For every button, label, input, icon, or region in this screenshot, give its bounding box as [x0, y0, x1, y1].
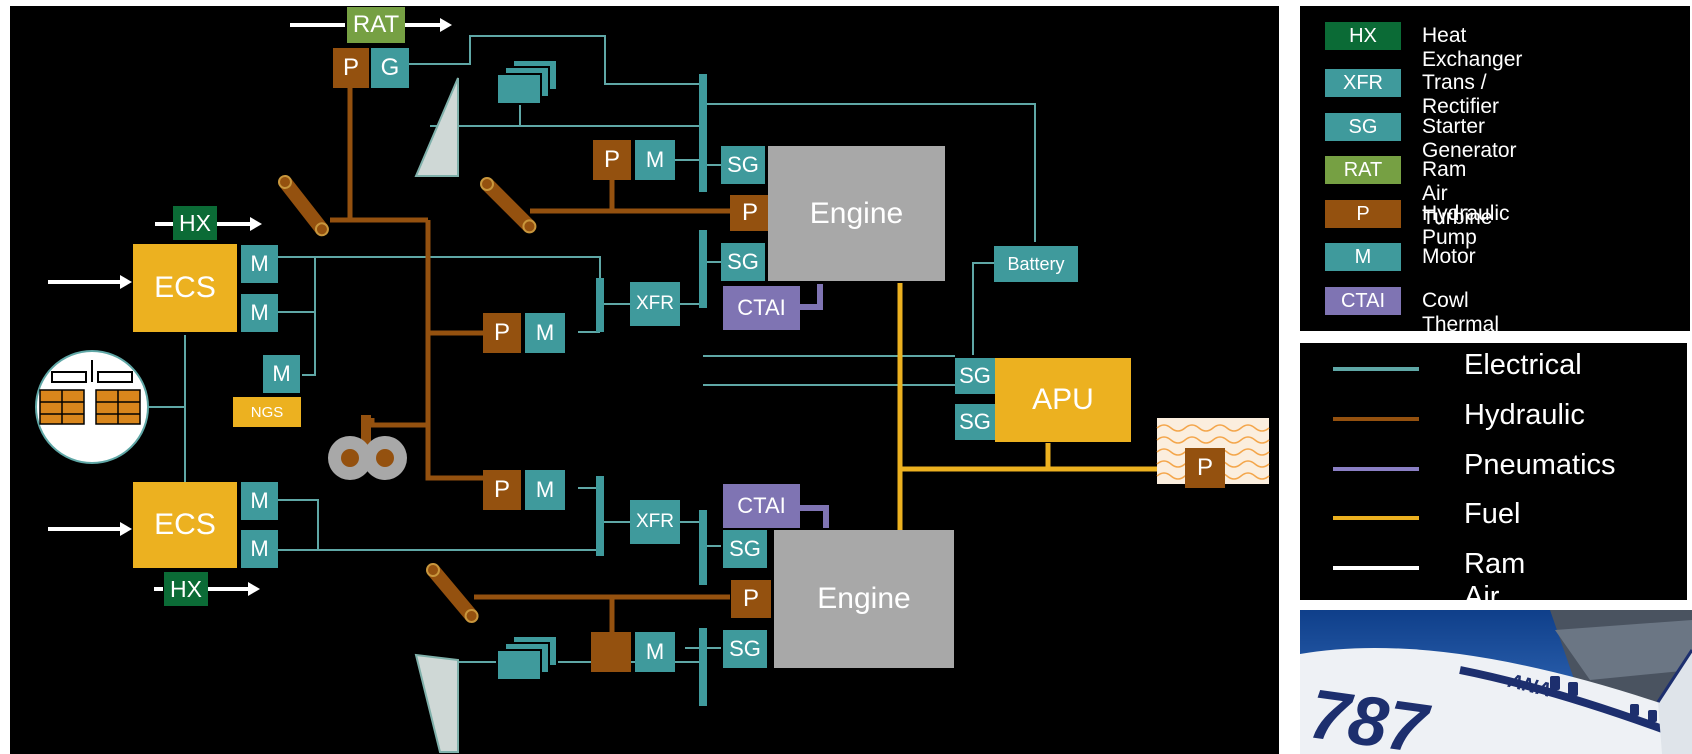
aircraft-illustration: 787 ANA	[1300, 610, 1692, 754]
line-sample-ram-air	[1333, 566, 1419, 570]
module-stack-bottom	[496, 635, 558, 681]
ecs-bottom-motor-1: M	[241, 482, 278, 520]
apu-sg-2: SG	[955, 404, 995, 440]
ecs-bottom-motor-2: M	[241, 530, 278, 568]
fuel-lines	[897, 283, 1185, 530]
legend-swatch: SG	[1325, 113, 1401, 141]
legend-label: Hydraulic Pump	[1422, 202, 1510, 249]
component-legend: HX Heat Exchanger XFR Trans / Rectifier …	[1300, 6, 1690, 360]
line-sample-electrical	[1333, 367, 1419, 371]
motor-center-2: M	[525, 470, 565, 510]
sg-upper-2: SG	[721, 243, 765, 281]
line-label: Ram Air	[1464, 548, 1526, 613]
livery-787: 787	[1305, 674, 1435, 754]
legend-label: Trans / Rectifier	[1422, 71, 1500, 118]
ecs-bottom: ECS	[133, 482, 237, 568]
ecs-top-motor-1: M	[241, 245, 278, 283]
line-label: Hydraulic	[1464, 399, 1585, 431]
sg-upper-1: SG	[721, 146, 765, 184]
xfr-upper: XFR	[630, 282, 680, 326]
line-sample-fuel	[1333, 516, 1419, 520]
legend-label: Heat Exchanger	[1422, 24, 1523, 71]
motor-upper: M	[635, 140, 675, 180]
line-label: Electrical	[1464, 349, 1582, 381]
legend-label: Motor	[1422, 245, 1476, 268]
engine-upper: Engine	[768, 146, 945, 281]
pneumatic-ducts	[800, 284, 829, 528]
actuators	[278, 175, 537, 623]
line-sample-hydraulic	[1333, 417, 1419, 421]
engine-pump-lower: P	[731, 580, 771, 618]
line-label: Pneumatics	[1464, 449, 1616, 481]
engine-lower: Engine	[774, 530, 954, 668]
legend-swatch: M	[1325, 243, 1401, 271]
motor-lower: M	[635, 632, 675, 672]
pump-center-1: P	[483, 313, 521, 353]
flap-bottom	[414, 653, 459, 753]
motor-center-1: M	[525, 313, 565, 353]
pump-center-2: P	[483, 470, 521, 510]
sg-lower-1: SG	[723, 530, 767, 568]
rat-generator: G	[371, 48, 409, 88]
nitrogen-generation-system: NGS	[233, 397, 301, 427]
line-label: Fuel	[1464, 498, 1521, 530]
legend-label: Starter Generator	[1422, 115, 1517, 162]
ram-air-arrows	[48, 18, 452, 596]
apu-sg-1: SG	[955, 358, 995, 394]
heat-exchanger-bottom: HX	[164, 572, 208, 606]
ecs-top: ECS	[133, 244, 237, 332]
line-legend: Electrical Hydraulic Pneumatics Fuel Ram…	[1300, 343, 1687, 613]
pump-lower-unlabeled	[591, 632, 631, 672]
engine-pump-upper: P	[730, 195, 770, 231]
ctai-lower: CTAI	[723, 484, 800, 528]
ngs-motor: M	[263, 355, 300, 393]
sg-lower-2: SG	[723, 630, 767, 668]
battery: Battery	[994, 246, 1078, 282]
hydraulic-lines	[330, 85, 730, 632]
landing-gear-icon	[328, 415, 407, 480]
xfr-lower: XFR	[630, 500, 680, 544]
flap-top	[414, 77, 459, 177]
ram-air-turbine: RAT	[347, 7, 405, 43]
heat-exchanger-top: HX	[173, 206, 217, 240]
bus-bars	[596, 74, 707, 706]
rat-hydraulic-pump: P	[333, 48, 369, 88]
legend-label: Ram Air Turbine	[1422, 158, 1493, 229]
pump-upper: P	[593, 140, 631, 180]
module-stack-top	[496, 59, 558, 105]
apu-fuel-pump: P	[1185, 448, 1225, 488]
legend-swatch: XFR	[1325, 69, 1401, 97]
legend-swatch: HX	[1325, 22, 1401, 50]
legend-swatch: RAT	[1325, 156, 1401, 184]
cabin-icon	[35, 350, 149, 464]
legend-swatch: P	[1325, 200, 1401, 228]
aircraft-photo: 787 ANA	[1300, 610, 1692, 754]
legend-swatch: CTAI	[1325, 287, 1401, 315]
apu: APU	[995, 358, 1131, 442]
ecs-top-motor-2: M	[241, 294, 278, 332]
ctai-upper: CTAI	[723, 286, 800, 330]
line-sample-pneumatics	[1333, 467, 1419, 471]
